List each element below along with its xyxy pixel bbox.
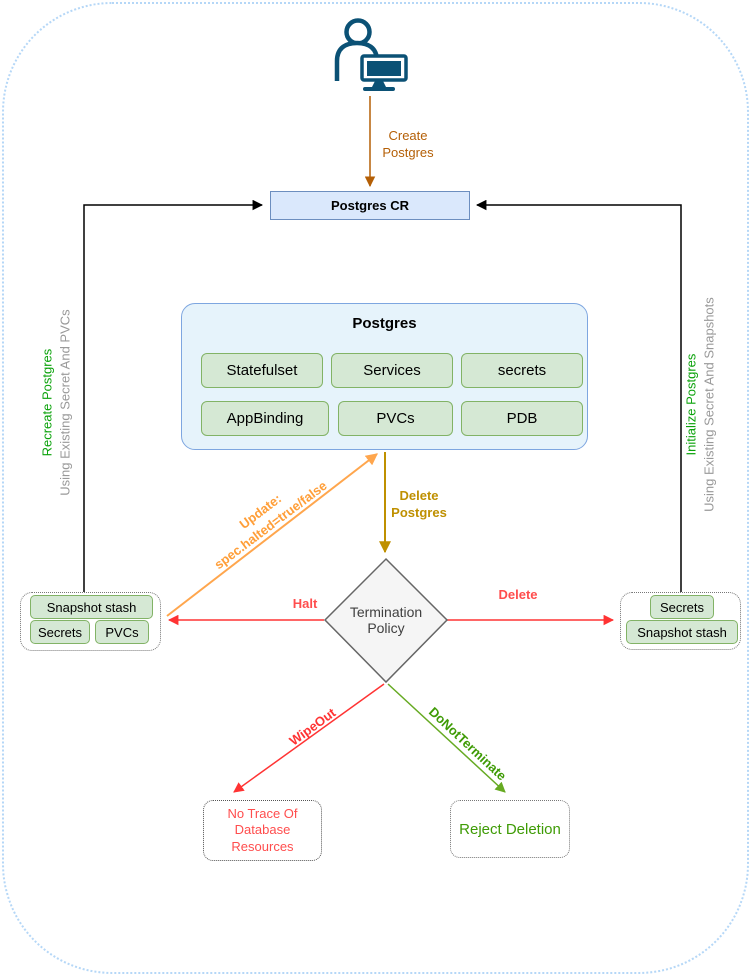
halt-pvcs: PVCs: [95, 620, 149, 644]
recreate-connector-left: [83, 199, 264, 592]
termination-policy-diamond: [323, 557, 449, 684]
delete-snapshot-stash: Snapshot stash: [626, 620, 738, 644]
side-note-recreate: Recreate Postgres Using Existing Secret …: [38, 293, 73, 513]
postgres-cr-node: Postgres CR: [270, 191, 470, 220]
termination-policy-label: Termination Policy: [349, 604, 423, 636]
delete-postgres-edge-label: Delete Postgres: [391, 488, 447, 520]
side-note-initialize-subtitle: Using Existing Secret And Snapshots: [701, 297, 716, 512]
wipeout-arrow: [233, 683, 385, 793]
component-secrets: secrets: [461, 353, 583, 388]
user-computer-icon: [334, 18, 408, 91]
side-note-recreate-subtitle: Using Existing Secret And PVCs: [57, 309, 72, 496]
postgres-group-title: Postgres: [352, 315, 417, 332]
initialize-connector-right: [475, 199, 682, 592]
delete-secrets: Secrets: [650, 595, 714, 619]
update-halted-arrow: [166, 453, 378, 617]
delete-edge-label: Delete: [498, 587, 538, 602]
reject-deletion-box: Reject Deletion: [450, 800, 570, 858]
halt-edge-label: Halt: [292, 596, 318, 611]
component-statefulset: Statefulset: [201, 353, 323, 388]
postgres-group: Postgres Statefulset Services secrets Ap…: [181, 303, 588, 450]
side-note-initialize-title: Initialize Postgres: [683, 353, 699, 456]
component-services: Services: [331, 353, 453, 388]
component-pdb: PDB: [461, 401, 583, 436]
component-appbinding: AppBinding: [201, 401, 329, 436]
side-note-initialize: Initialize Postgres Using Existing Secre…: [682, 285, 717, 525]
halt-snapshot-stash: Snapshot stash: [30, 595, 153, 619]
create-postgres-edge-label: Create Postgres: [382, 128, 434, 160]
side-note-recreate-title: Recreate Postgres: [39, 348, 55, 457]
halt-result-box: Snapshot stash Secrets PVCs: [20, 592, 161, 651]
donotterminate-arrow: [387, 683, 506, 793]
wipeout-result-box: No Trace Of Database Resources: [203, 800, 322, 861]
delete-result-box: Secrets Snapshot stash: [620, 592, 741, 650]
halt-secrets: Secrets: [30, 620, 90, 644]
component-pvcs: PVCs: [338, 401, 453, 436]
